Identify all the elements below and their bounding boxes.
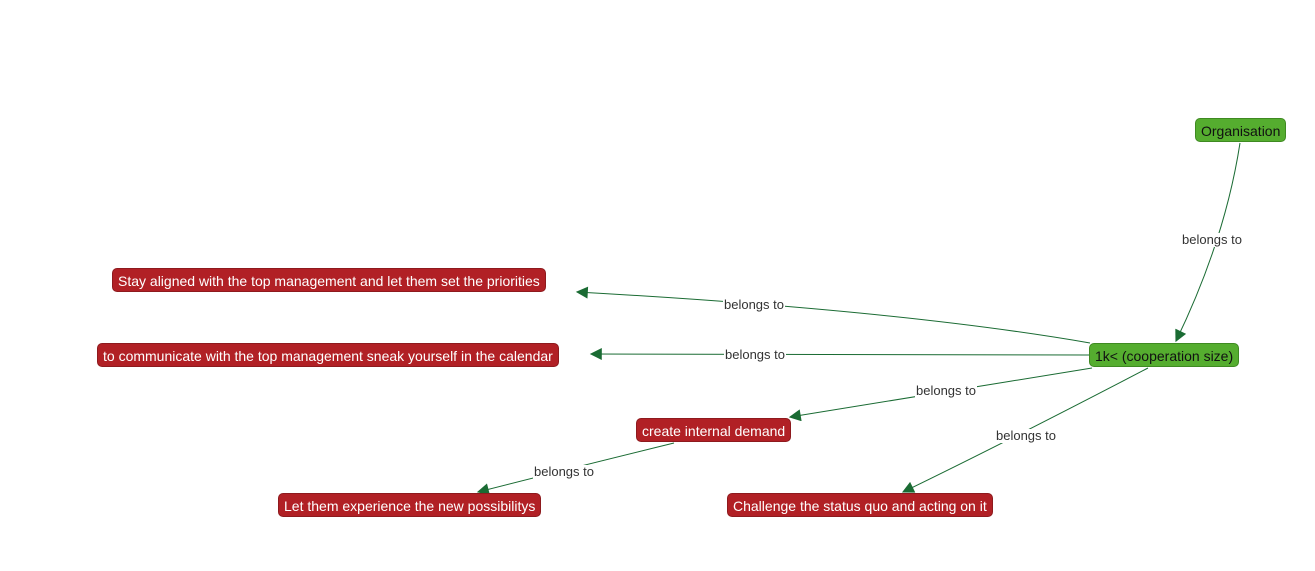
node-stay-aligned[interactable]: Stay aligned with the top management and… [112, 268, 546, 292]
node-experience[interactable]: Let them experience the new possibilitys [278, 493, 542, 517]
edge-label-organisation: belongs to [1181, 232, 1243, 247]
node-challenge[interactable]: Challenge the status quo and acting on i… [727, 493, 993, 517]
edge-cooperation-to-stay-aligned[interactable] [575, 286, 1091, 344]
node-cooperation-size[interactable]: 1k< (cooperation size) [1089, 343, 1240, 367]
edge-label-experience: belongs to [533, 464, 595, 479]
node-communicate[interactable]: to communicate with the top management s… [97, 343, 559, 367]
edge-label-internal-demand: belongs to [915, 383, 977, 398]
node-internal-demand[interactable]: create internal demand [636, 418, 792, 442]
edge-label-challenge: belongs to [995, 428, 1057, 443]
edge-cooperation-to-communicate[interactable] [589, 348, 1091, 361]
edge-label-stay-aligned: belongs to [723, 297, 785, 312]
node-organisation[interactable]: Organisation [1195, 118, 1287, 142]
edge-label-communicate: belongs to [724, 347, 786, 362]
